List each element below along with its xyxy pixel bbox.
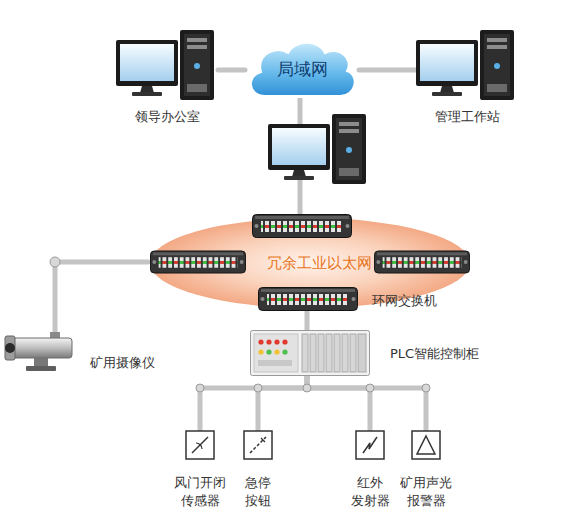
sensor-node: 风门开闭 传感器 xyxy=(174,430,226,510)
cloud-node-shape xyxy=(251,43,355,96)
sensor-node-icon xyxy=(411,430,441,460)
bus-joint xyxy=(196,384,204,392)
ring-switch-shape xyxy=(259,288,358,311)
ring-switch xyxy=(374,251,469,273)
pipe-connector xyxy=(305,311,310,330)
pipe-connector xyxy=(218,68,245,73)
ring-switch-icon xyxy=(258,287,358,311)
computer-node: 领导办公室 xyxy=(116,28,218,126)
ring-switch xyxy=(253,215,352,238)
computer-node-shape xyxy=(116,30,214,100)
sensor-node-icon xyxy=(185,430,215,460)
bus-joint xyxy=(303,384,311,392)
pipe-connector xyxy=(307,376,370,430)
camera-node-icon xyxy=(4,332,76,372)
pipe-connector xyxy=(307,376,426,430)
network-wire xyxy=(298,180,303,214)
sensor-node-icon xyxy=(243,430,273,460)
node-label: 冗余工业以太网 xyxy=(249,254,372,273)
sensor-node-shape xyxy=(244,431,272,459)
pipe-joint xyxy=(50,257,60,267)
plc-cabinet: PLC智能控制柜 xyxy=(250,330,500,376)
server-computer xyxy=(268,114,366,184)
sensor-node: 矿用声光 报警器 xyxy=(400,430,452,510)
sensor-node-shape xyxy=(356,431,384,459)
sensor-node: 急停 按钮 xyxy=(243,430,273,510)
node-label: 风门开闭 传感器 xyxy=(174,474,226,510)
ring-switch: 环网交换机 xyxy=(258,287,448,311)
node-label: 矿用摄像仪 xyxy=(90,354,155,372)
node-label: 管理工作站 xyxy=(416,108,518,126)
bus-joint xyxy=(422,384,430,392)
node-label: 急停 按钮 xyxy=(243,474,273,510)
node-label: 红外 发射器 xyxy=(351,474,390,510)
computer-node: 管理工作站 xyxy=(416,28,518,126)
node-label: 领导办公室 xyxy=(116,108,218,126)
sensor-node-shape xyxy=(186,431,214,459)
plc-cabinet-icon xyxy=(250,330,370,376)
pipe-connector xyxy=(258,376,307,430)
sensor-node-icon xyxy=(355,430,385,460)
pipe-connector xyxy=(200,376,307,430)
sensor-node-shape xyxy=(412,431,440,459)
node-label: PLC智能控制柜 xyxy=(390,345,479,363)
pipe-connector xyxy=(55,262,148,332)
cloud-node: 局域网 xyxy=(245,38,359,100)
node-label: 局域网 xyxy=(277,58,328,81)
network-wire xyxy=(298,98,303,124)
camera-node-shape xyxy=(5,332,72,371)
computer-node-icon xyxy=(416,28,518,102)
sensor-node: 红外 发射器 xyxy=(351,430,390,510)
computer-node-icon xyxy=(116,28,218,102)
ring-switch xyxy=(150,251,245,273)
pipe-connector xyxy=(359,68,416,73)
node-label: 环网交换机 xyxy=(372,292,437,310)
node-label: 矿用声光 报警器 xyxy=(400,474,452,510)
computer-node-shape xyxy=(416,30,514,100)
camera-node: 矿用摄像仪 xyxy=(4,332,164,374)
bus-joint xyxy=(366,384,374,392)
bus-joint xyxy=(254,384,262,392)
plc-cabinet-shape xyxy=(251,331,370,376)
